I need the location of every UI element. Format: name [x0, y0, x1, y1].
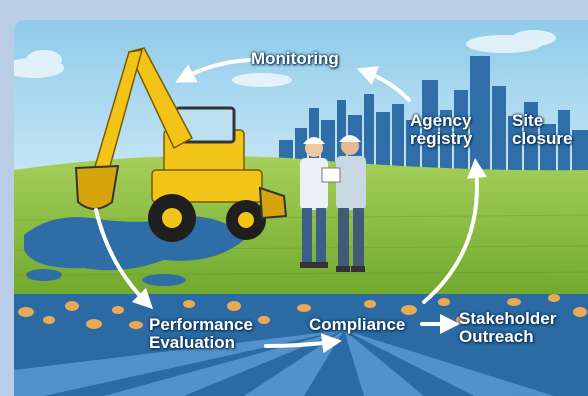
workers-icon — [300, 135, 366, 272]
label-stakeholder-outreach-line2: Outreach — [459, 327, 534, 346]
label-agency-registry-line1: Agency — [410, 111, 472, 130]
label-performance-evaluation-line1: Performance — [149, 315, 253, 334]
label-agency-registry-line2: registry — [410, 129, 473, 148]
pebbles — [18, 294, 587, 329]
scene-illustration — [14, 20, 588, 396]
label-site-closure-line2: closure — [512, 129, 573, 148]
label-site-closure-line1: Site — [512, 111, 544, 130]
clouds — [14, 30, 556, 87]
label-stakeholder-outreach: Stakeholder Outreach — [459, 310, 556, 346]
scene-frame: Monitoring Agency registry Site closure … — [14, 20, 588, 396]
label-monitoring: Monitoring — [251, 49, 339, 68]
label-agency-registry: Agency registry — [410, 112, 472, 148]
label-stakeholder-outreach-line1: Stakeholder — [459, 309, 557, 328]
cycle-arrows-icon — [94, 58, 487, 354]
excavator-icon — [74, 47, 288, 242]
label-compliance: Compliance — [309, 315, 406, 334]
label-performance-evaluation: Performance Evaluation — [149, 316, 253, 352]
label-performance-evaluation-line2: Evaluation — [149, 333, 235, 352]
label-site-closure: Site closure — [512, 112, 572, 148]
